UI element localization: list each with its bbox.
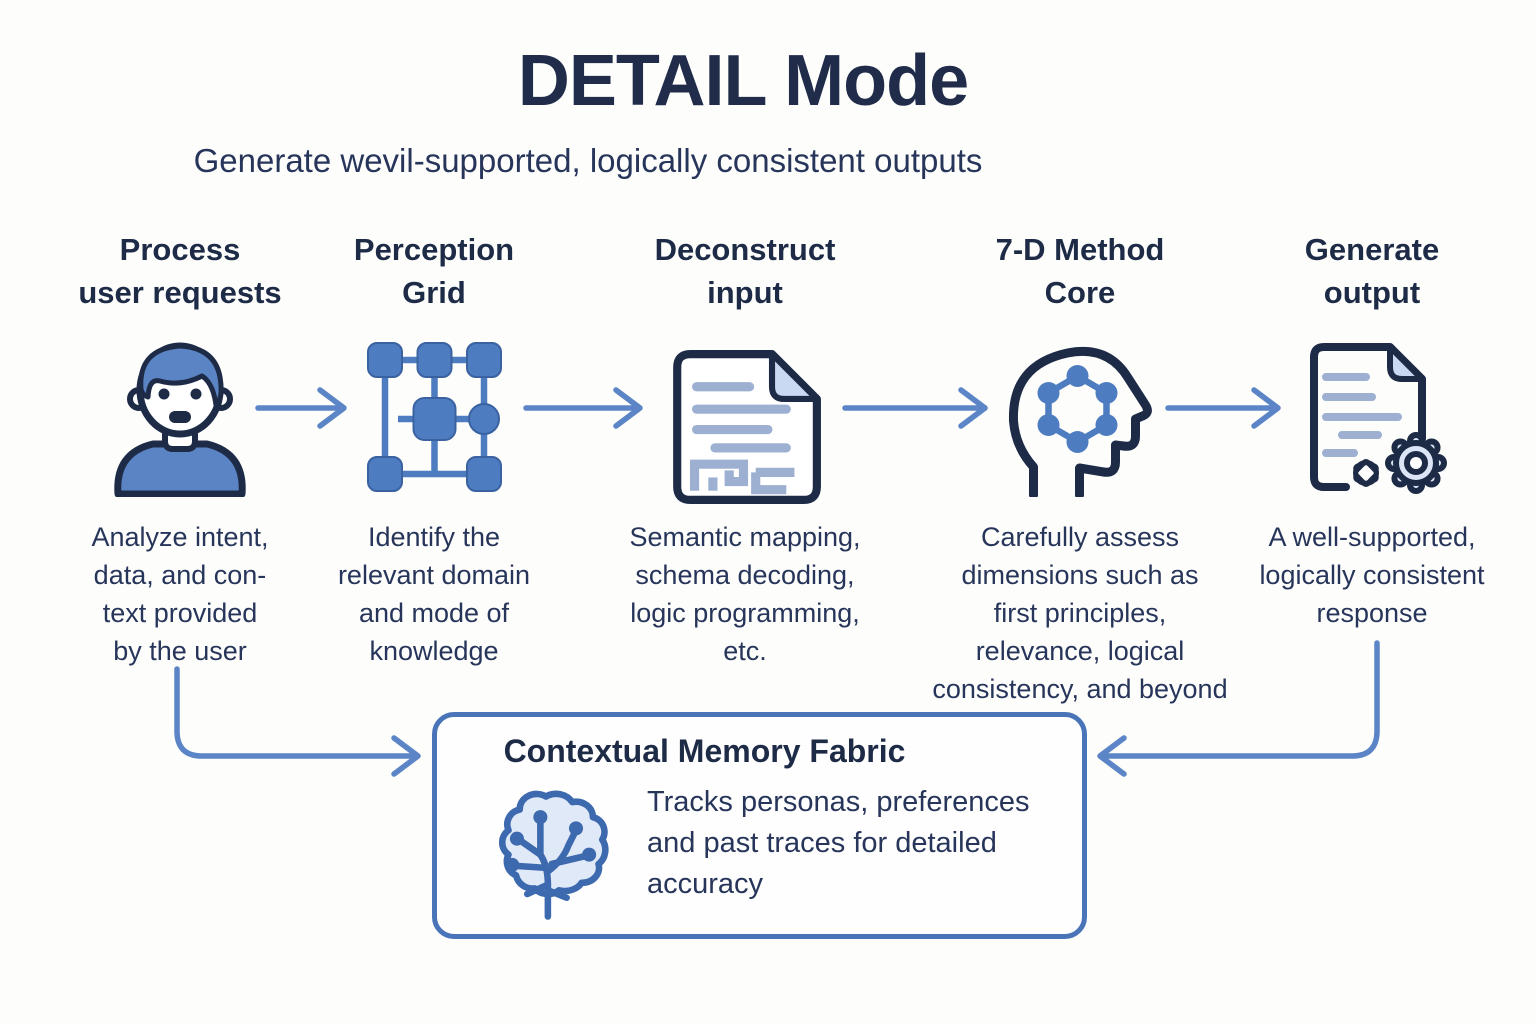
document-icon [595,334,895,520]
contextual-memory-fabric-box: Contextual Memory Fabric [432,712,1087,939]
step-heading: Generate output [1304,232,1440,310]
step-description: Identify the relevant domain and mode of… [337,522,531,666]
step-description: Carefully assess dimensions such as firs… [932,522,1228,704]
perception-grid-icon [294,324,574,510]
step-perception-grid: Perception Grid [294,228,574,670]
page-subtitle: Generate wevil-supported, logically cons… [193,142,983,179]
brain-circuit-icon [471,774,621,929]
step-process-user-requests: Process user requests Analyze intent, da… [50,228,310,670]
step-description: Analyze intent, data, and con- text prov… [91,522,269,666]
user-icon [50,324,310,510]
memory-box-description: Tracks personas, preferences and past tr… [647,786,1030,900]
step-7d-method-core: 7-D Method Core Carefully assess dimens [900,228,1260,708]
step-generate-output: Generate output [1222,228,1522,632]
arrow-step1-to-memory [174,666,421,777]
step-heading: 7-D Method Core [995,232,1165,310]
page-title: DETAIL Mode [517,41,969,121]
head-network-icon [900,324,1260,510]
step-description: Semantic mapping, schema decoding, logic… [629,522,861,666]
step-deconstruct-input: Deconstruct input Semantic mapping, sche… [595,228,895,670]
step-description: A well-supported, logically consistent r… [1259,522,1485,628]
step-heading: Deconstruct input [654,232,836,310]
step-heading: Process user requests [78,232,282,310]
step-heading: Perception Grid [353,232,515,310]
document-gears-icon [1222,324,1522,510]
memory-box-title: Contextual Memory Fabric [503,733,906,769]
